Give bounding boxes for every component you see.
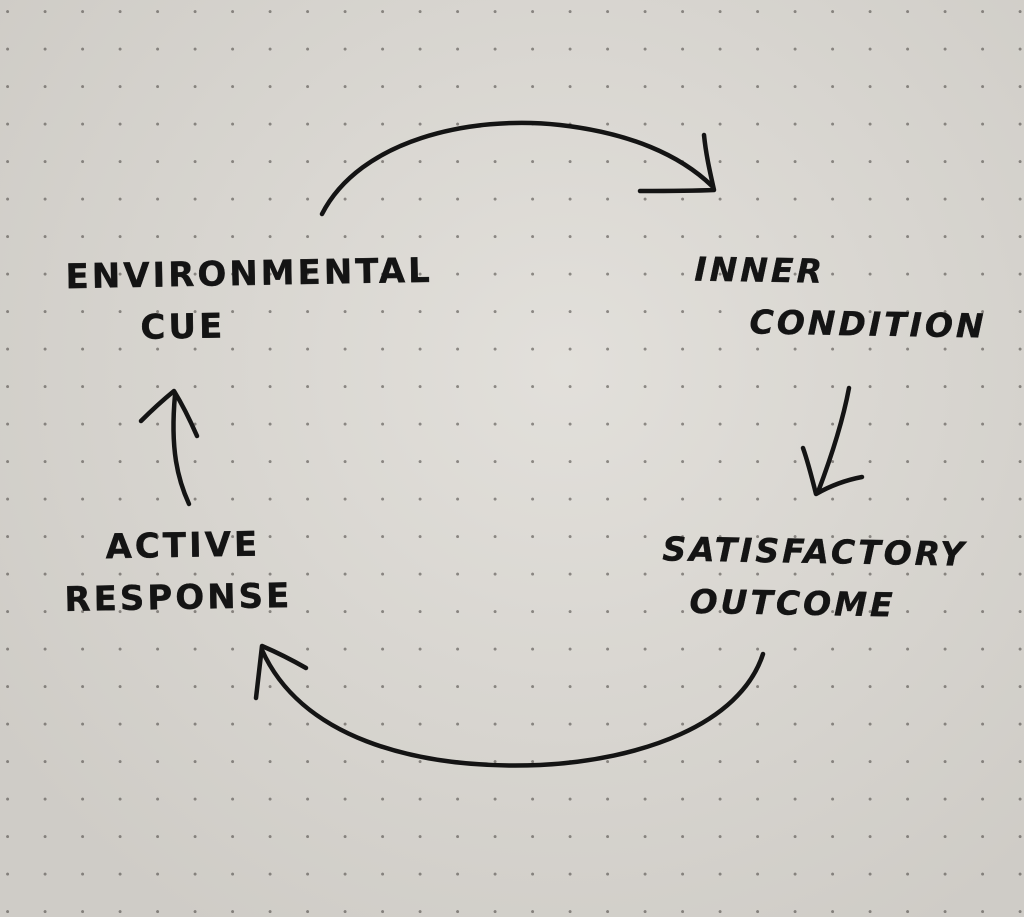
arrow-sat-to-act [259, 647, 766, 768]
arrowhead-act-to-env [138, 388, 200, 439]
node-inner-condition: Inner Condition [693, 243, 988, 352]
arrowhead-inner-to-sat [800, 445, 865, 497]
node-label-line: Response [64, 576, 293, 620]
node-label-line: Outcome [689, 581, 896, 625]
arrow-inner-to-sat [815, 385, 852, 495]
node-active-response: Active Response [63, 518, 293, 626]
node-label-line: Active [105, 524, 261, 568]
node-environmental-cue: Environmental Cue [65, 245, 434, 355]
arrowhead-env-to-inner [637, 132, 717, 194]
arrow-act-to-env [171, 392, 192, 507]
node-label-line: Environmental [65, 250, 434, 298]
node-satisfactory-outcome: Satisfactory Outcome [661, 523, 968, 632]
arrow-env-to-inner [319, 120, 715, 217]
node-label-line: Satisfactory [662, 529, 968, 574]
node-label-line: Condition [749, 302, 987, 346]
node-label-line: Inner [694, 249, 826, 291]
arrowhead-sat-to-act [253, 643, 309, 701]
node-label-line: Cue [140, 306, 226, 348]
